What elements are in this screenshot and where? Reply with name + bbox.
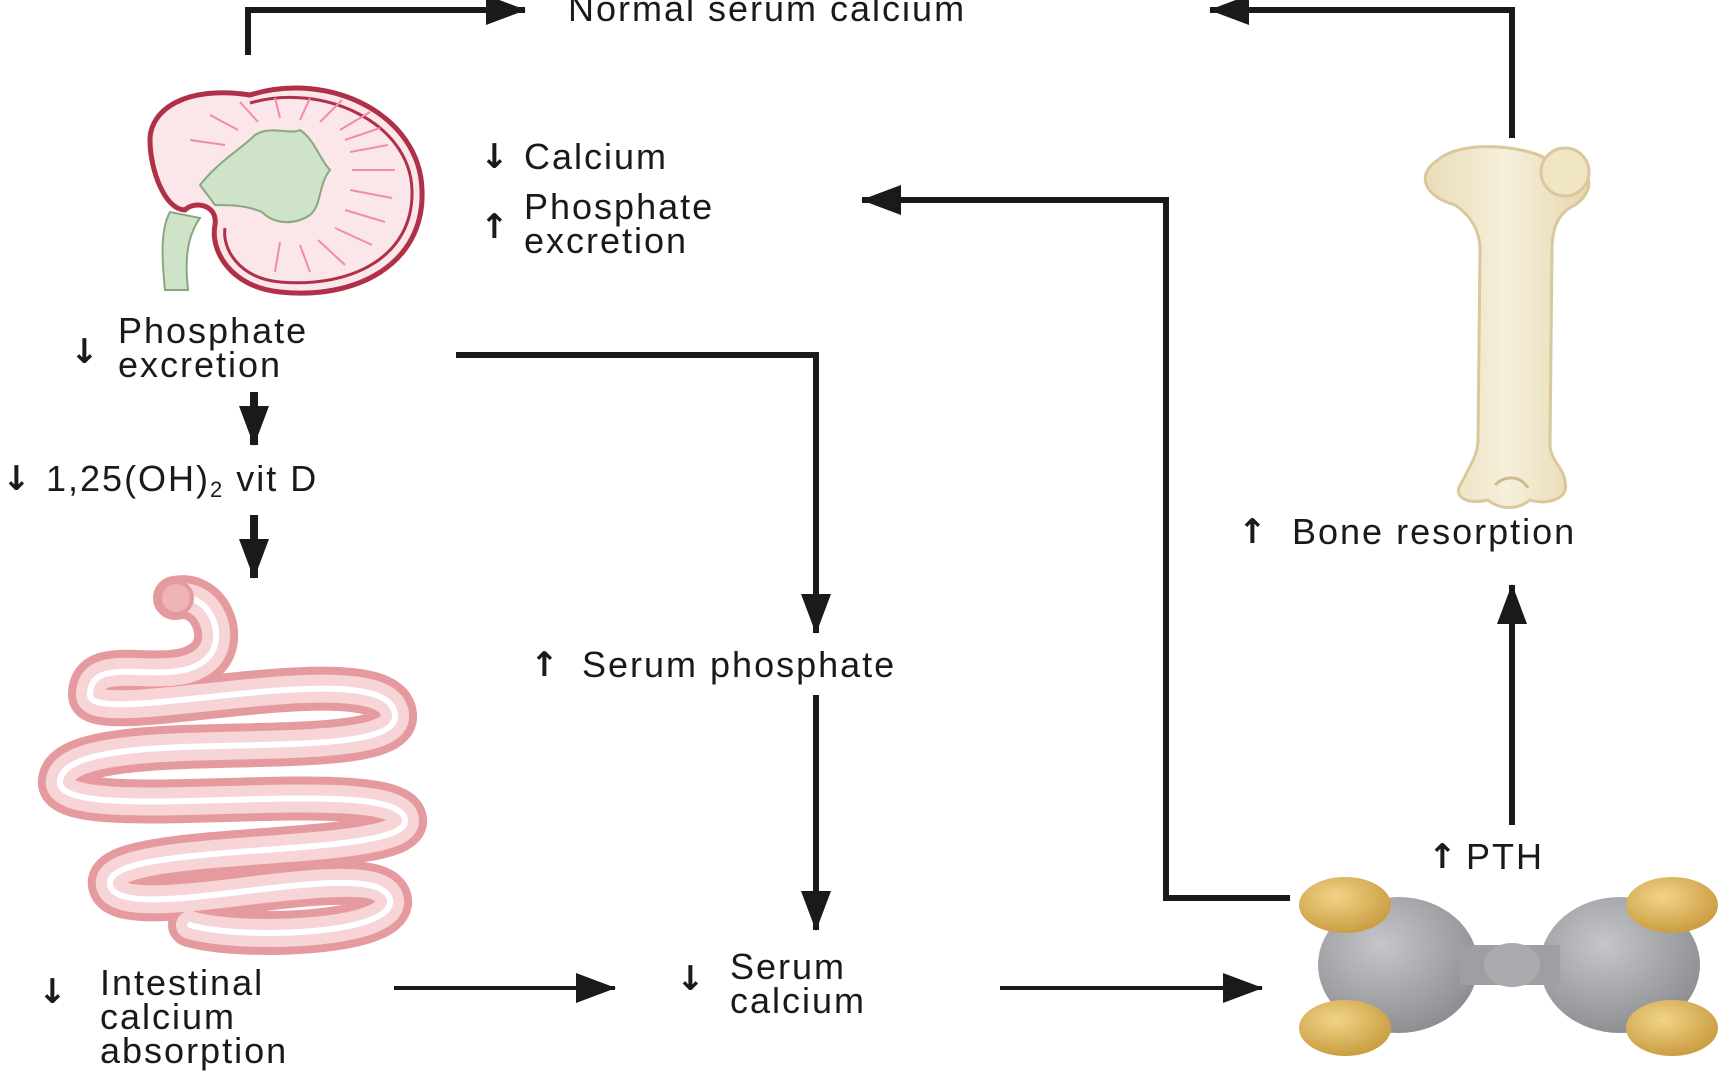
kidney-phosphate-line-1: Phosphate bbox=[524, 186, 715, 227]
intestinal-line-2: calcium bbox=[100, 996, 237, 1037]
serum-calcium-line-2: calcium bbox=[730, 980, 867, 1021]
vitamin-d-subscript: 2 bbox=[210, 477, 225, 502]
down-arrow-indicator: ↓ bbox=[480, 137, 509, 177]
down-arrow-indicator: ↓ bbox=[2, 459, 31, 499]
vitamin-d-prefix: 1,25(OH) bbox=[46, 458, 211, 499]
intestinal-line-3: absorption bbox=[100, 1030, 289, 1071]
kidney-icon bbox=[147, 85, 425, 296]
arrow-pth-to-kidney bbox=[861, 185, 1290, 901]
phosphate-excretion-line-2: excretion bbox=[118, 344, 283, 385]
down-arrow-indicator: ↓ bbox=[70, 332, 99, 372]
kidney-phosphate-excretion-label: Phosphate excretion bbox=[524, 186, 715, 261]
normal-serum-calcium-label: Normal serum calcium bbox=[568, 0, 967, 29]
bone-icon bbox=[1423, 145, 1591, 509]
phosphate-excretion-line-1: Phosphate bbox=[118, 310, 309, 351]
kidney-calcium-label: Calcium bbox=[524, 136, 669, 177]
up-arrow-indicator: ↑ bbox=[530, 645, 559, 685]
bone-resorption-label: Bone resorption bbox=[1292, 511, 1577, 552]
flow-arrows bbox=[239, 0, 1527, 1003]
pth-label: PTH bbox=[1466, 836, 1544, 877]
up-arrow-indicator: ↑ bbox=[1238, 512, 1267, 552]
intestinal-line-1: Intestinal bbox=[100, 962, 265, 1003]
phosphate-excretion-label: Phosphate excretion bbox=[118, 310, 309, 385]
up-arrow-indicator: ↑ bbox=[1428, 837, 1457, 877]
serum-phosphate-label: Serum phosphate bbox=[582, 644, 897, 685]
intestine-icon bbox=[38, 575, 427, 955]
arrow-bone-to-normal-calcium bbox=[1209, 0, 1515, 138]
down-arrow-indicator: ↓ bbox=[676, 959, 705, 999]
serum-calcium-label: Serum calcium bbox=[730, 946, 867, 1021]
serum-calcium-line-1: Serum bbox=[730, 946, 847, 987]
arrow-kidney-to-normal-calcium bbox=[245, 0, 526, 55]
vitamin-d-suffix: vit D bbox=[224, 458, 319, 499]
vitamin-d-label: 1,25(OH)2 vit D bbox=[46, 461, 318, 507]
kidney-phosphate-line-2: excretion bbox=[524, 220, 689, 261]
arrow-phosphate-to-serum-phosphate bbox=[456, 352, 831, 634]
intestinal-absorption-label: Intestinal calcium absorption bbox=[100, 962, 289, 1071]
up-arrow-indicator: ↑ bbox=[480, 207, 509, 247]
down-arrow-indicator: ↓ bbox=[38, 972, 67, 1012]
parathyroid-icon bbox=[1299, 877, 1718, 1056]
